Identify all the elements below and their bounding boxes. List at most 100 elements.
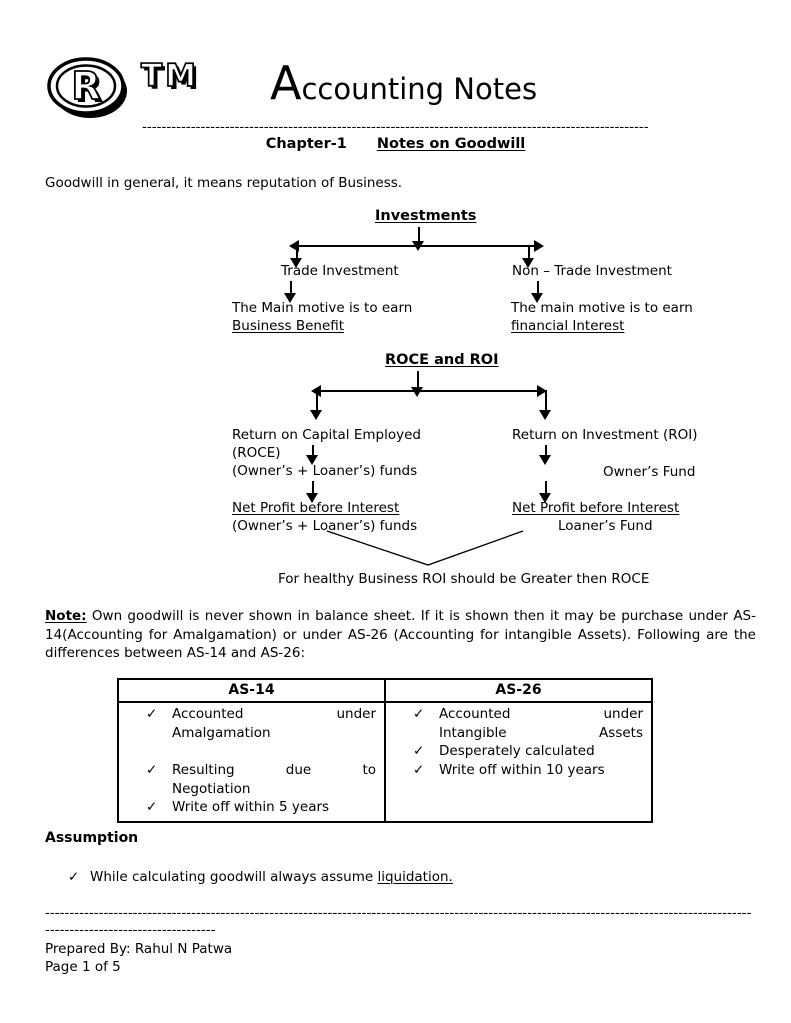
table-list-item: ✓ Write off within 10 years	[413, 761, 645, 780]
table-list-item: ✓ Desperately calculated	[413, 742, 645, 761]
assumption-heading: Assumption	[45, 830, 139, 846]
checkmark-icon: ✓	[146, 799, 158, 815]
page-title-initial: A	[270, 56, 302, 110]
table-header-as26: AS-26	[495, 682, 542, 698]
registered-r-shadow: R	[74, 67, 103, 111]
assumption-item-text: While calculating goodwill always assume…	[90, 868, 453, 887]
checkmark-icon: ✓	[68, 869, 80, 885]
table-header-as14: AS-14	[119, 680, 386, 701]
checkmark-icon: ✓	[146, 706, 158, 722]
roce-line1: Return on Capital Employed	[232, 427, 421, 443]
arrow-right-icon	[534, 240, 544, 252]
as14-cell: ✓ Accounted under Amalgamation ✓ Resulti…	[119, 703, 386, 821]
arrow-down-icon	[539, 455, 551, 465]
connector-line	[528, 247, 530, 259]
connector-line	[545, 481, 547, 494]
arrow-down-icon	[531, 293, 543, 303]
investments-diagram-title: Investments	[375, 208, 477, 224]
registered-trademark-logo: R R	[47, 57, 127, 118]
arrow-left-icon	[289, 240, 299, 252]
header-divider: ----------------------------------------…	[142, 119, 649, 135]
arrow-down-icon	[522, 258, 534, 268]
connector-line	[312, 445, 314, 456]
table-list-item: ✓ Resulting due to Negotiation	[146, 761, 378, 798]
roi-node: Return on Investment (ROI)	[512, 427, 698, 443]
table-list-item: ✓ Accounted under Amalgamation	[146, 705, 378, 742]
non-trade-investment-node: Non – Trade Investment	[512, 263, 672, 279]
arrow-right-icon	[537, 385, 547, 397]
arrow-down-icon	[539, 410, 551, 420]
desc-line: The main motive is to earn	[511, 300, 693, 316]
checkmark-icon: ✓	[146, 762, 158, 778]
owners-fund-label: Owner’s Fund	[603, 464, 696, 480]
tm-shadow: TM	[144, 61, 202, 97]
roi-formula-numerator: Net Profit before Interest	[512, 500, 680, 516]
roce-line3: (Owner’s + Loaner’s) funds	[232, 463, 418, 479]
table-list-item: ✓ Accounted under Intangible Assets	[413, 705, 645, 742]
assumption-text-prefix: While calculating goodwill always assume	[90, 869, 378, 885]
intro-text: Goodwill in general, it means reputation…	[45, 175, 403, 191]
connector-line	[316, 392, 318, 411]
arrow-left-icon	[311, 385, 321, 397]
table-item-text: Accounted under Intangible Assets	[439, 706, 643, 741]
arrow-down-icon	[539, 493, 551, 503]
connector-line	[296, 247, 298, 259]
page-number: Page 1 of 5	[45, 959, 121, 975]
table-item-text: Accounted under Amalgamation	[172, 706, 376, 741]
non-trade-investment-desc: The main motive is to earn financial Int…	[511, 299, 693, 335]
connector-line	[418, 227, 420, 243]
arrow-down-icon	[306, 493, 318, 503]
connector-line	[312, 481, 314, 494]
table-item-text: Desperately calculated	[439, 743, 595, 759]
table-item-text: Resulting due to Negotiation	[172, 762, 376, 797]
note-text: Own goodwill is never shown in balance s…	[45, 608, 756, 661]
roce-roi-diagram-title: ROCE and ROI	[385, 352, 499, 368]
connector-line	[290, 281, 292, 294]
connector-line	[545, 392, 547, 411]
checkmark-icon: ✓	[413, 761, 425, 778]
converge-v-lines	[326, 530, 524, 566]
roce-formula-denominator: (Owner’s + Loaner’s) funds	[232, 518, 418, 534]
chapter-heading: Chapter-1 Notes on Goodwill	[0, 136, 791, 152]
page-title-rest: ccounting Notes	[301, 72, 538, 106]
as26-cell: ✓ Accounted under Intangible Assets ✓ De…	[386, 703, 651, 821]
desc-line: The Main motive is to earn	[232, 300, 413, 316]
assumption-text-underlined: liquidation.	[377, 869, 453, 885]
roce-formula-numerator: Net Profit before Interest	[232, 500, 400, 516]
connector-line	[545, 445, 547, 456]
desc-line-underlined: Business Benefit	[232, 318, 345, 334]
table-body-row: ✓ Accounted under Amalgamation ✓ Resulti…	[119, 703, 651, 821]
roi-formula-denominator: Loaner’s Fund	[558, 518, 653, 534]
arrow-down-icon	[284, 293, 296, 303]
assumption-item: ✓ While calculating goodwill always assu…	[68, 868, 453, 887]
roce-roi-conclusion: For healthy Business ROI should be Great…	[278, 571, 650, 587]
checkmark-icon: ✓	[413, 743, 425, 759]
connector-line	[315, 390, 547, 392]
connector-line	[293, 245, 534, 247]
prepared-by: Prepared By: Rahul N Patwa	[45, 941, 233, 957]
chapter-label: Chapter-1	[265, 136, 347, 152]
arrow-down-icon	[411, 387, 423, 397]
table-header-row: AS-14 AS-26	[119, 680, 651, 703]
connector-line	[537, 281, 539, 294]
arrow-down-icon	[290, 258, 302, 268]
as14-as26-table: AS-14 AS-26 ✓ Accounted under Amalgamati…	[117, 678, 653, 823]
arrow-down-icon	[310, 410, 322, 420]
table-item-text: Write off within 5 years	[172, 799, 330, 815]
table-list-item: ✓ Write off within 5 years	[146, 798, 378, 817]
tm-mark: TM TM	[140, 57, 202, 97]
roce-node: Return on Capital Employed (ROCE) (Owner…	[232, 426, 421, 480]
footer-separator: ----------------------------------------…	[45, 905, 752, 938]
note-paragraph: Note: Own goodwill is never shown in bal…	[45, 607, 756, 663]
trade-investment-desc: The Main motive is to earn Business Bene…	[232, 299, 412, 335]
checkmark-icon: ✓	[413, 706, 425, 722]
chapter-title: Notes on Goodwill	[376, 136, 526, 152]
roce-line2: (ROCE)	[232, 445, 281, 461]
arrow-down-icon	[306, 455, 318, 465]
trade-investment-node: Trade Investment	[281, 263, 399, 279]
note-label: Note:	[45, 608, 87, 624]
registered-r-glyph: R	[71, 64, 100, 108]
tm-glyph: TM	[141, 58, 199, 94]
